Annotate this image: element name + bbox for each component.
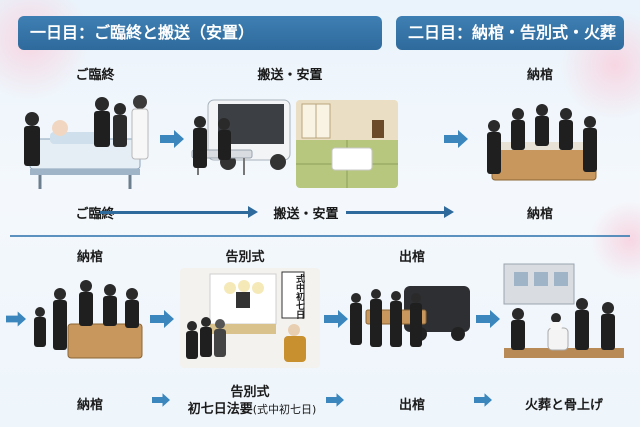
arrow-right-icon [160, 130, 184, 148]
caption-kaso-kotsuage: 火葬と骨上げ [524, 398, 603, 413]
encoffining-family-scene [28, 272, 146, 368]
timeline-label-rinju: ご臨終 [75, 207, 115, 222]
timeline-label-nokan: 納棺 [526, 207, 553, 222]
caption-shonanoka-sub: (式中初七日) [252, 403, 317, 416]
arrow-right-icon [6, 310, 26, 328]
funeral-ceremony-scene: 式中初七日 [180, 268, 320, 368]
altar-sign: 式中初七日 [294, 274, 304, 319]
encoffining-scene [478, 96, 608, 190]
caption-kokubetsushiki: 告別式 [230, 385, 270, 400]
coffin-carrying-scene [344, 272, 474, 368]
arrow-right-icon [324, 310, 348, 328]
cremation-scene [500, 258, 628, 370]
day1-banner: 一日目：ご臨終と搬送（安置） [18, 16, 382, 50]
caption-shonanoka-main: 初七日法要 [187, 402, 253, 417]
caption-shonanoka: 初七日法要(式中初七日) [172, 398, 332, 417]
section-divider [10, 235, 630, 237]
arrow-right-icon [326, 393, 344, 407]
arrow-right-icon [444, 130, 468, 148]
caption-shukkan: 出棺 [398, 398, 425, 413]
deathbed-scene [20, 84, 155, 194]
arrow-right-icon [150, 310, 174, 328]
timeline-label-hanso: 搬送・安置 [273, 207, 339, 222]
tatami-room-scene [296, 100, 398, 188]
caption-nokan: 納棺 [76, 398, 103, 413]
day2-banner: 二日目：納棺・告別式・火葬 [396, 16, 624, 50]
step-label-shukkan: 出棺 [398, 250, 425, 265]
transport-van-scene [188, 90, 293, 190]
step-label-nokan: 納棺 [526, 68, 553, 83]
step-label-kokubetsushiki: 告別式 [225, 250, 265, 265]
step-label-nokan-2: 納棺 [76, 250, 103, 265]
arrow-right-icon [476, 310, 500, 328]
timeline-arrow-2 [346, 206, 454, 218]
arrow-right-icon [152, 393, 170, 407]
step-label-rinju: ご臨終 [75, 68, 115, 83]
timeline-arrow-1 [100, 206, 258, 218]
step-label-hanso: 搬送・安置 [257, 68, 323, 83]
arrow-right-icon [474, 393, 492, 407]
